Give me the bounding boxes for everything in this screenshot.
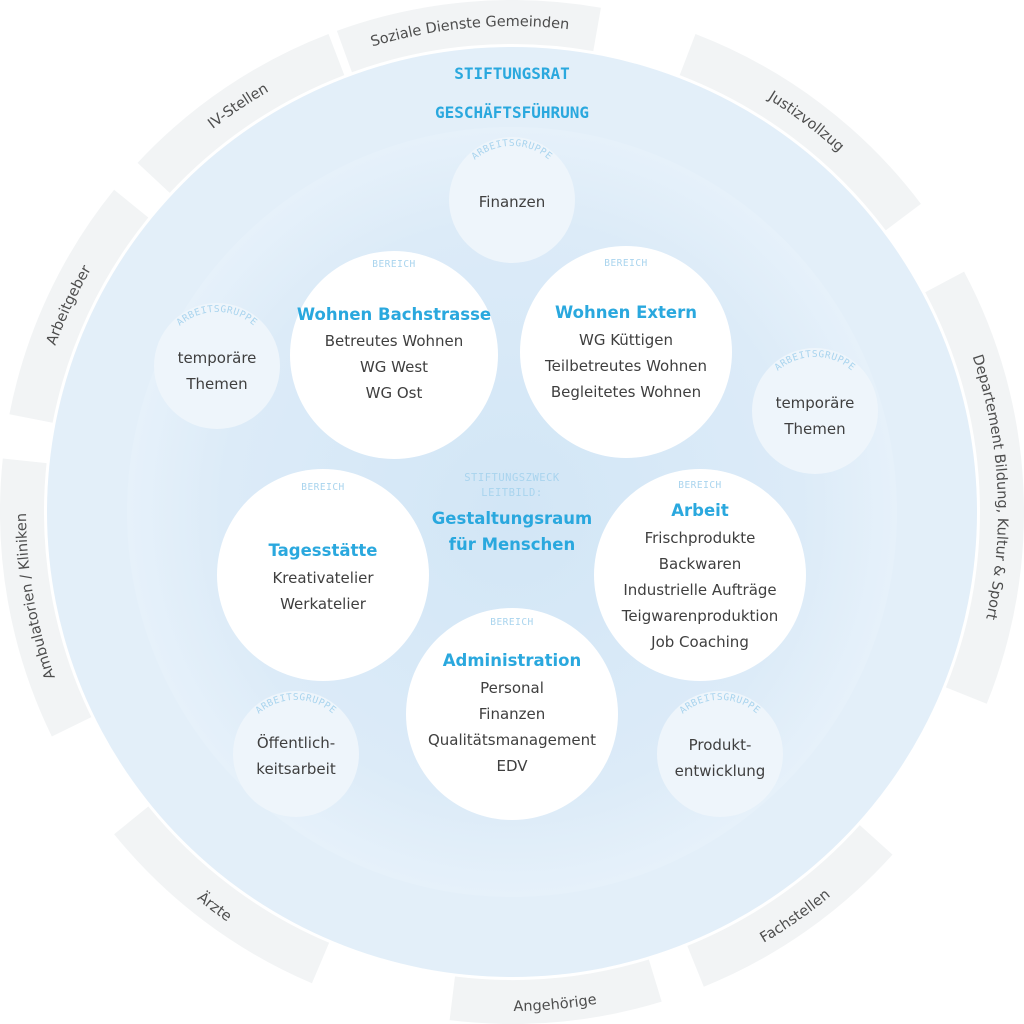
svg-text:Werkatelier: Werkatelier	[280, 595, 367, 613]
svg-text:Gestaltungsraum: Gestaltungsraum	[432, 509, 592, 528]
svg-text:entwicklung: entwicklung	[675, 762, 766, 780]
svg-text:Betreutes Wohnen: Betreutes Wohnen	[325, 332, 464, 350]
geschaeftsfuehrung-title: GESCHÄFTSFÜHRUNG	[435, 103, 589, 122]
svg-text:LEITBILD:: LEITBILD:	[481, 487, 542, 499]
svg-text:Administration: Administration	[443, 651, 581, 670]
svg-text:keitsarbeit: keitsarbeit	[256, 760, 336, 778]
bereich-arbeit: BEREICH Arbeit Frischprodukte Backwaren …	[594, 469, 806, 681]
svg-text:Qualitätsmanagement: Qualitätsmanagement	[428, 731, 596, 749]
outer-segment	[336, 0, 601, 73]
svg-text:Frischprodukte: Frischprodukte	[645, 529, 756, 547]
svg-text:BEREICH: BEREICH	[678, 480, 722, 491]
svg-text:Backwaren: Backwaren	[659, 555, 741, 573]
svg-text:EDV: EDV	[496, 757, 528, 775]
outer-segment	[114, 806, 330, 984]
svg-text:temporäre: temporäre	[776, 394, 855, 412]
arbeitsgruppe-temporaere-themen-right: ARBEITSGRUPPE temporäre Themen	[752, 348, 878, 474]
outer-segment	[925, 271, 1024, 704]
svg-text:BEREICH: BEREICH	[301, 482, 345, 493]
svg-text:Job Coaching: Job Coaching	[650, 633, 749, 651]
svg-text:für Menschen: für Menschen	[449, 535, 575, 554]
svg-text:Teilbetreutes Wohnen: Teilbetreutes Wohnen	[544, 357, 707, 375]
svg-text:Wohnen Extern: Wohnen Extern	[555, 303, 697, 322]
svg-text:BEREICH: BEREICH	[490, 617, 534, 628]
svg-text:Arbeit: Arbeit	[671, 501, 729, 520]
svg-text:WG West: WG West	[360, 358, 428, 376]
arbeitsgruppe-finanzen: ARBEITSGRUPPE Finanzen	[449, 137, 575, 263]
outer-segment	[679, 34, 921, 231]
svg-text:BEREICH: BEREICH	[604, 258, 648, 269]
svg-text:Begleitetes Wohnen: Begleitetes Wohnen	[551, 383, 701, 401]
svg-text:Themen: Themen	[783, 420, 845, 438]
stiftungsrat-title: STIFTUNGSRAT	[454, 64, 570, 83]
svg-text:Öffentlich-: Öffentlich-	[257, 733, 335, 752]
outer-segment	[9, 189, 149, 423]
bereich-tagesstaette: BEREICH Tagesstätte Kreativatelier Werka…	[217, 469, 429, 681]
arbeitsgruppe-temporaere-themen-left: ARBEITSGRUPPE temporäre Themen	[154, 303, 280, 429]
svg-text:STIFTUNGSZWECK: STIFTUNGSZWECK	[464, 472, 560, 484]
svg-text:WG Ost: WG Ost	[366, 384, 423, 402]
svg-text:Teigwarenproduktion: Teigwarenproduktion	[621, 607, 779, 625]
svg-text:Produkt-: Produkt-	[689, 736, 752, 754]
outer-segment	[137, 34, 345, 193]
svg-text:Kreativatelier: Kreativatelier	[272, 569, 374, 587]
outer-segment	[449, 959, 662, 1024]
arbeitsgruppe-oeffentlichkeitsarbeit: ARBEITSGRUPPE Öffentlich- keitsarbeit	[233, 691, 359, 817]
svg-text:Themen: Themen	[185, 375, 247, 393]
svg-text:Wohnen Bachstrasse: Wohnen Bachstrasse	[297, 305, 491, 324]
svg-text:temporäre: temporäre	[178, 349, 257, 367]
bereich-administration: BEREICH Administration Personal Finanzen…	[406, 608, 618, 820]
arbeitsgruppe-produktentwicklung: ARBEITSGRUPPE Produkt- entwicklung	[657, 691, 783, 817]
bereich-wohnen-bachstrasse: BEREICH Wohnen Bachstrasse Betreutes Woh…	[290, 251, 498, 459]
svg-text:Industrielle Aufträge: Industrielle Aufträge	[623, 581, 776, 599]
svg-text:WG Küttigen: WG Küttigen	[579, 331, 673, 349]
outer-segment	[0, 458, 92, 737]
outer-segment	[687, 825, 893, 987]
bereich-wohnen-extern: BEREICH Wohnen Extern WG Küttigen Teilbe…	[520, 246, 732, 458]
svg-text:BEREICH: BEREICH	[372, 259, 416, 270]
svg-text:Tagesstätte: Tagesstätte	[269, 541, 378, 560]
svg-text:Finanzen: Finanzen	[479, 705, 546, 723]
center-leitbild: STIFTUNGSZWECK LEITBILD: Gestaltungsraum…	[432, 472, 592, 554]
svg-text:Finanzen: Finanzen	[479, 193, 546, 211]
svg-text:Personal: Personal	[480, 679, 544, 697]
